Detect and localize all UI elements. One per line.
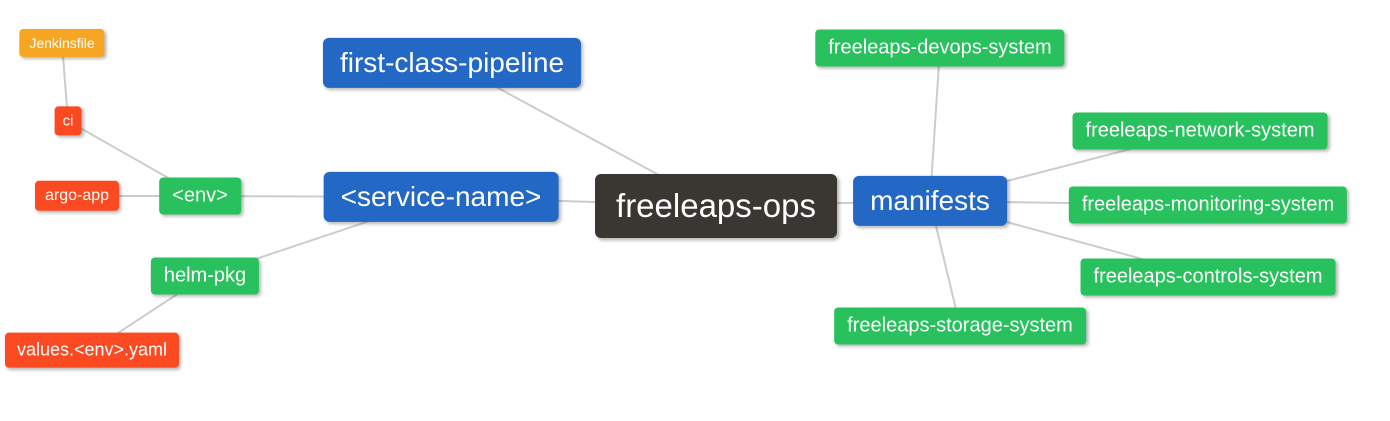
node-freeleaps-storage-system[interactable]: freeleaps-storage-system: [834, 307, 1086, 345]
node-env[interactable]: <env>: [159, 177, 241, 215]
node-jenkinsfile[interactable]: Jenkinsfile: [19, 28, 105, 58]
edge-manifests-devops-system: [929, 47, 941, 202]
node-service-name[interactable]: <service-name>: [323, 171, 559, 223]
node-freeleaps-devops-system[interactable]: freeleaps-devops-system: [815, 29, 1065, 67]
node-freeleaps-controls-system[interactable]: freeleaps-controls-system: [1080, 258, 1336, 296]
node-argo-app[interactable]: argo-app: [34, 180, 120, 212]
node-helm-pkg[interactable]: helm-pkg: [150, 257, 260, 295]
node-ci[interactable]: ci: [54, 106, 82, 136]
node-first-class-pipeline[interactable]: first-class-pipeline: [322, 37, 582, 89]
node-values-env-yaml[interactable]: values.<env>.yaml: [4, 332, 180, 368]
node-freeleaps-ops[interactable]: freeleaps-ops: [595, 174, 837, 238]
node-manifests[interactable]: manifests: [853, 175, 1007, 227]
node-freeleaps-monitoring-system[interactable]: freeleaps-monitoring-system: [1068, 186, 1348, 224]
node-freeleaps-network-system[interactable]: freeleaps-network-system: [1072, 112, 1328, 150]
